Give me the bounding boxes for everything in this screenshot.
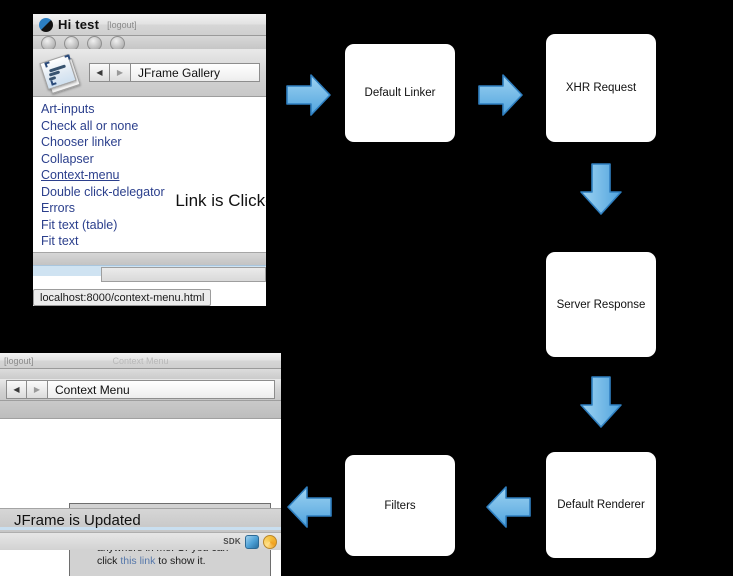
top-browser-window[interactable]: Hi test [logout] ◀ ▶ JFrame <box>33 14 266 306</box>
bottom-window-toolbar-filler <box>0 401 281 419</box>
arrow-linker-to-xhr <box>478 74 523 116</box>
back-icon[interactable]: ◀ <box>89 63 110 82</box>
show-menu-link[interactable]: this link <box>120 555 156 567</box>
flow-box-server-response-label: Server Response <box>556 298 646 311</box>
flow-box-filters-label: Filters <box>384 499 416 512</box>
arrow-server-to-renderer <box>580 376 622 428</box>
bottom-forward-icon[interactable]: ▶ <box>27 380 48 399</box>
link-collapser[interactable]: Collapser <box>41 151 94 166</box>
site-logo-icon <box>39 17 53 32</box>
link-context-menu[interactable]: Context-menu <box>41 168 120 182</box>
sdk-status-bar: SDK <box>0 532 281 550</box>
link-double-click-delegator[interactable]: Double click-delegator <box>41 184 165 199</box>
jframe-updated-caption-bar: JFrame is Updated <box>0 508 281 532</box>
top-window-titlebar: Hi test [logout] <box>33 14 266 36</box>
circle-button-2[interactable] <box>64 36 79 49</box>
flow-box-xhr-request[interactable]: XHR Request <box>546 34 656 142</box>
flow-box-default-linker-label: Default Linker <box>364 87 436 99</box>
flow-box-default-renderer-label: Default Renderer <box>557 499 645 511</box>
gallery-link-list[interactable]: Art-inputs Check all or none Chooser lin… <box>41 101 266 250</box>
flow-box-xhr-request-label: XHR Request <box>565 82 637 94</box>
forward-icon[interactable]: ▶ <box>110 63 131 82</box>
link-chooser-linker[interactable]: Chooser linker <box>41 135 122 149</box>
link-errors[interactable]: Errors <box>41 201 76 215</box>
logout-link[interactable]: [logout] <box>107 19 137 30</box>
arrow-xhr-to-server <box>580 163 622 215</box>
sdk-label: SDK <box>223 537 241 546</box>
bottom-window-page-title: Context Menu <box>48 380 275 399</box>
bottom-window-faded-title: Context Menu <box>112 356 169 366</box>
circle-button-3[interactable] <box>87 36 102 49</box>
status-url-tooltip: localhost:8000/context-menu.html <box>33 289 212 306</box>
flow-box-filters[interactable]: Filters <box>345 455 455 556</box>
arrow-out-of-filters <box>287 486 332 528</box>
bottom-browser-window[interactable]: [logout] Context Menu ◀ ▶ Context Menu I… <box>0 353 281 576</box>
blue-app-icon[interactable] <box>245 534 259 549</box>
link-clicked-banner: Link is Clicked <box>175 191 266 210</box>
bottom-window-titlebar: [logout] Context Menu <box>0 353 281 369</box>
bottom-back-icon[interactable]: ◀ <box>6 380 27 399</box>
orange-swirl-icon[interactable] <box>263 534 277 549</box>
top-window-blue-strip <box>33 265 266 282</box>
top-window-inner-field[interactable] <box>101 267 266 282</box>
photo-gallery-icon <box>39 53 81 94</box>
top-window-gray-strip <box>33 252 266 265</box>
bottom-window-content: I show a menu if you right click anywher… <box>0 419 281 576</box>
site-greeting: Hi test <box>58 17 100 32</box>
top-window-toolbar: ◀ ▶ JFrame Gallery <box>33 49 266 97</box>
bottom-window-navbar: ◀ ▶ Context Menu <box>6 380 275 399</box>
flow-box-default-renderer[interactable]: Default Renderer <box>546 452 656 558</box>
circle-button-4[interactable] <box>110 36 125 49</box>
link-fit-text[interactable]: Fit text <box>41 234 79 248</box>
bottom-window-spacer-strip <box>0 369 281 379</box>
arrow-renderer-to-filters <box>486 486 531 528</box>
top-window-page-title: JFrame Gallery <box>131 63 260 82</box>
jframe-updated-caption: JFrame is Updated <box>14 512 141 529</box>
top-window-page-body: Art-inputs Check all or none Chooser lin… <box>33 97 266 252</box>
link-art-inputs[interactable]: Art-inputs <box>41 102 95 116</box>
link-fit-text-table[interactable]: Fit text (table) <box>41 217 118 232</box>
flow-box-default-linker[interactable]: Default Linker <box>345 44 455 142</box>
circle-button-1[interactable] <box>41 36 56 49</box>
bottom-window-navbar-row: ◀ ▶ Context Menu <box>0 379 281 401</box>
top-window-navbar: ◀ ▶ JFrame Gallery <box>89 63 260 82</box>
instructions-text-after: to show it. <box>155 555 206 567</box>
link-check-all-or-none[interactable]: Check all or none <box>41 118 139 133</box>
arrow-into-linker <box>286 74 331 116</box>
flow-box-server-response[interactable]: Server Response <box>546 252 656 357</box>
bottom-logout-link[interactable]: [logout] <box>4 355 34 366</box>
top-window-circle-buttons[interactable] <box>33 36 266 49</box>
